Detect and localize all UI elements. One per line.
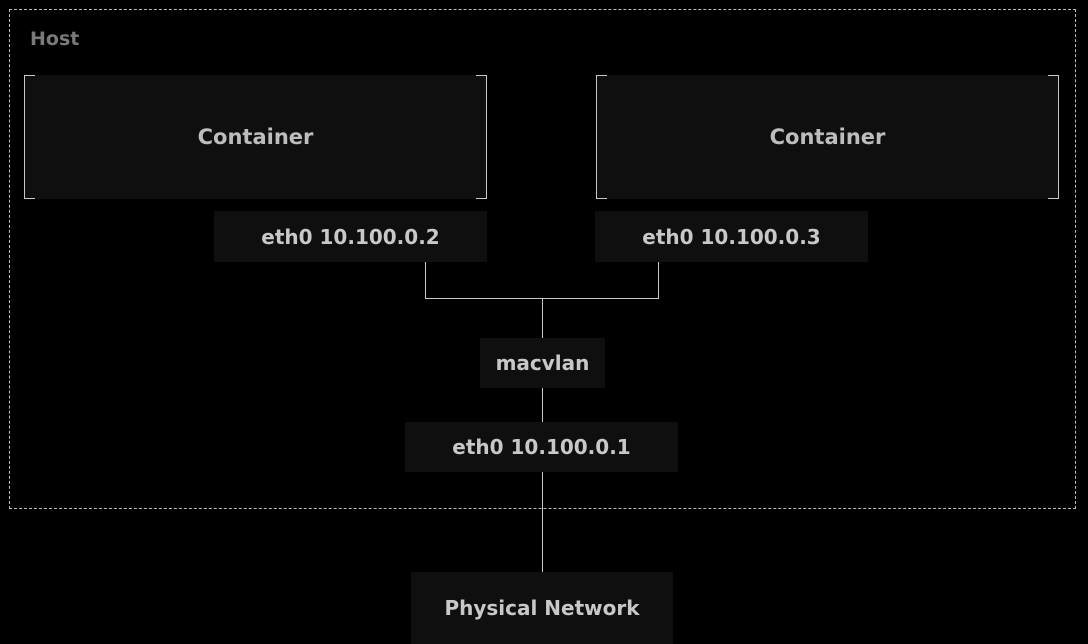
- connector-right-down: [658, 262, 659, 299]
- container-bracket-left: [24, 75, 35, 199]
- container-bracket-right: [1048, 75, 1059, 199]
- container-bracket-left: [596, 75, 607, 199]
- container-label: Container: [769, 125, 886, 149]
- macvlan-node: macvlan: [480, 338, 605, 388]
- container-2: Container: [596, 75, 1059, 199]
- container-1: Container: [24, 75, 487, 199]
- connector-left-down: [425, 262, 426, 299]
- connector-eth0-to-network: [542, 472, 543, 572]
- container-1-interface: eth0 10.100.0.2: [214, 211, 487, 262]
- host-interface: eth0 10.100.0.1: [405, 422, 678, 472]
- physical-network-node: Physical Network: [411, 572, 673, 644]
- connector-to-macvlan: [542, 298, 543, 338]
- host-label: Host: [30, 28, 80, 50]
- connector-macvlan-to-eth0: [542, 388, 543, 422]
- container-2-interface: eth0 10.100.0.3: [595, 211, 868, 262]
- container-label: Container: [197, 125, 314, 149]
- container-bracket-right: [476, 75, 487, 199]
